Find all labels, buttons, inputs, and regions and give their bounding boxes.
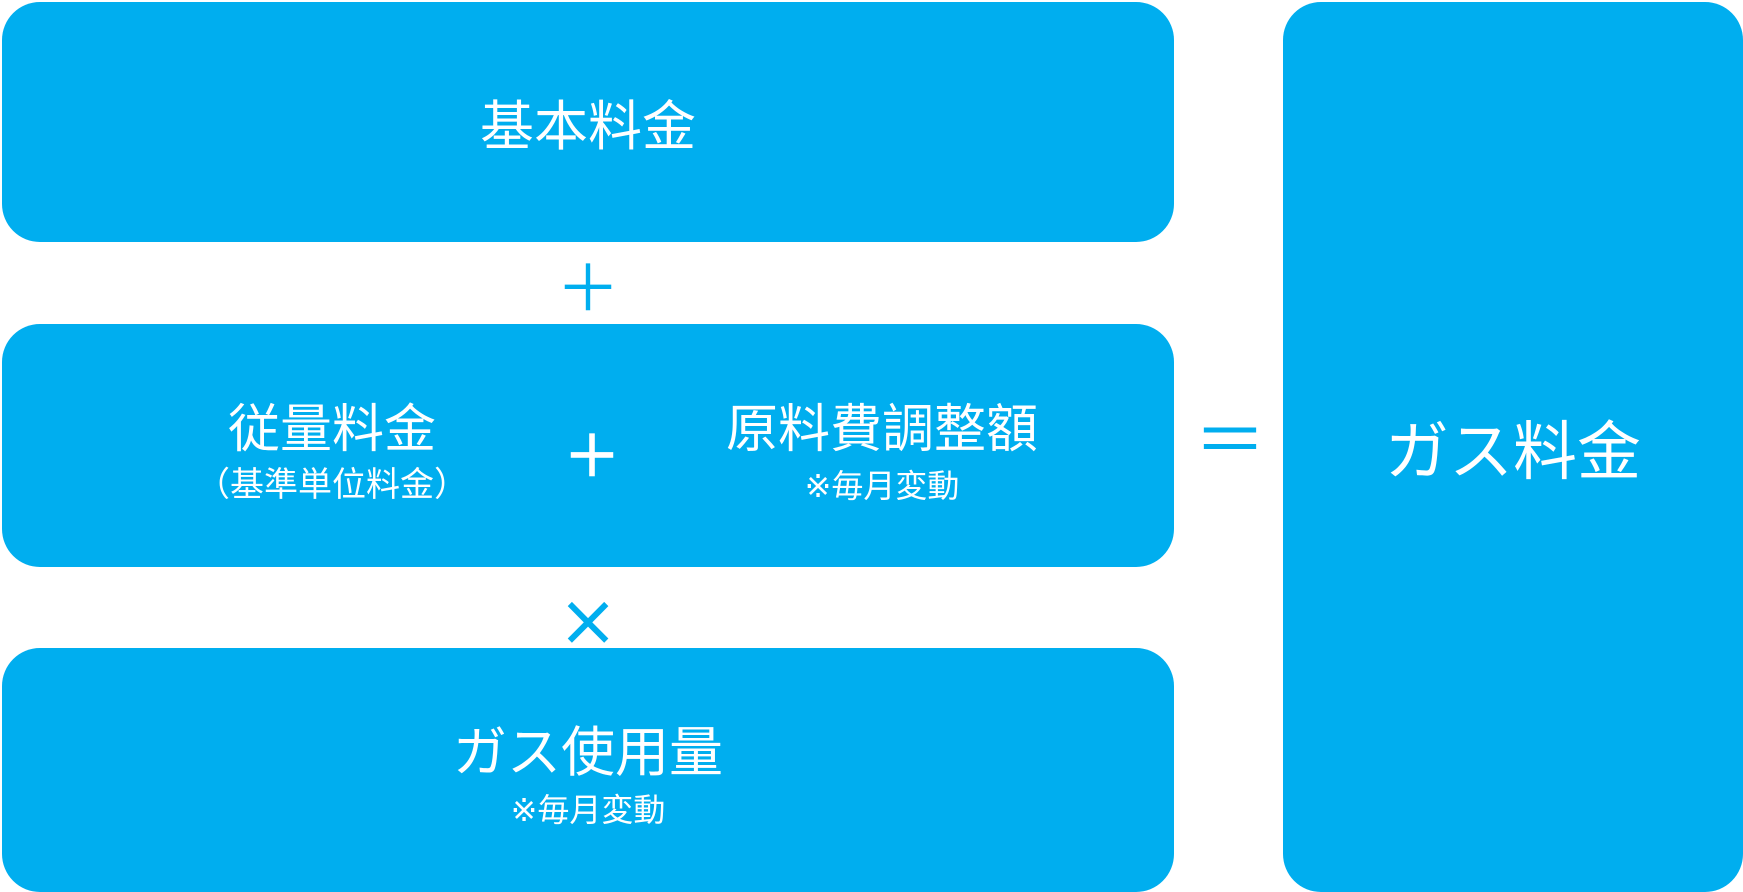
equals-operator: ＝: [1193, 399, 1266, 483]
adjustment-note: ※毎月変動: [804, 467, 960, 505]
plus-operator-inner: ＋: [564, 425, 620, 490]
unit-fee-sublabel: （基準単位料金）: [196, 465, 468, 505]
basic-fee-label: 基本料金: [480, 95, 696, 158]
times-operator: ×: [557, 578, 619, 662]
plus-operator-top: ＋: [556, 253, 620, 327]
gas-fee-box: ガス料金: [1283, 2, 1743, 892]
usage-fee-box: 従量料金 （基準単位料金） ＋ 原料費調整額 ※毎月変動: [2, 324, 1174, 567]
gas-usage-label: ガス使用量: [453, 721, 723, 784]
unit-fee-label: 従量料金: [227, 400, 436, 460]
adjustment-label: 原料費調整額: [725, 400, 1038, 460]
basic-fee-box: 基本料金: [2, 2, 1174, 242]
gas-usage-box: ガス使用量 ※毎月変動: [2, 648, 1174, 892]
gas-usage-note: ※毎月変動: [510, 791, 666, 829]
gas-fee-label: ガス料金: [1385, 416, 1641, 490]
